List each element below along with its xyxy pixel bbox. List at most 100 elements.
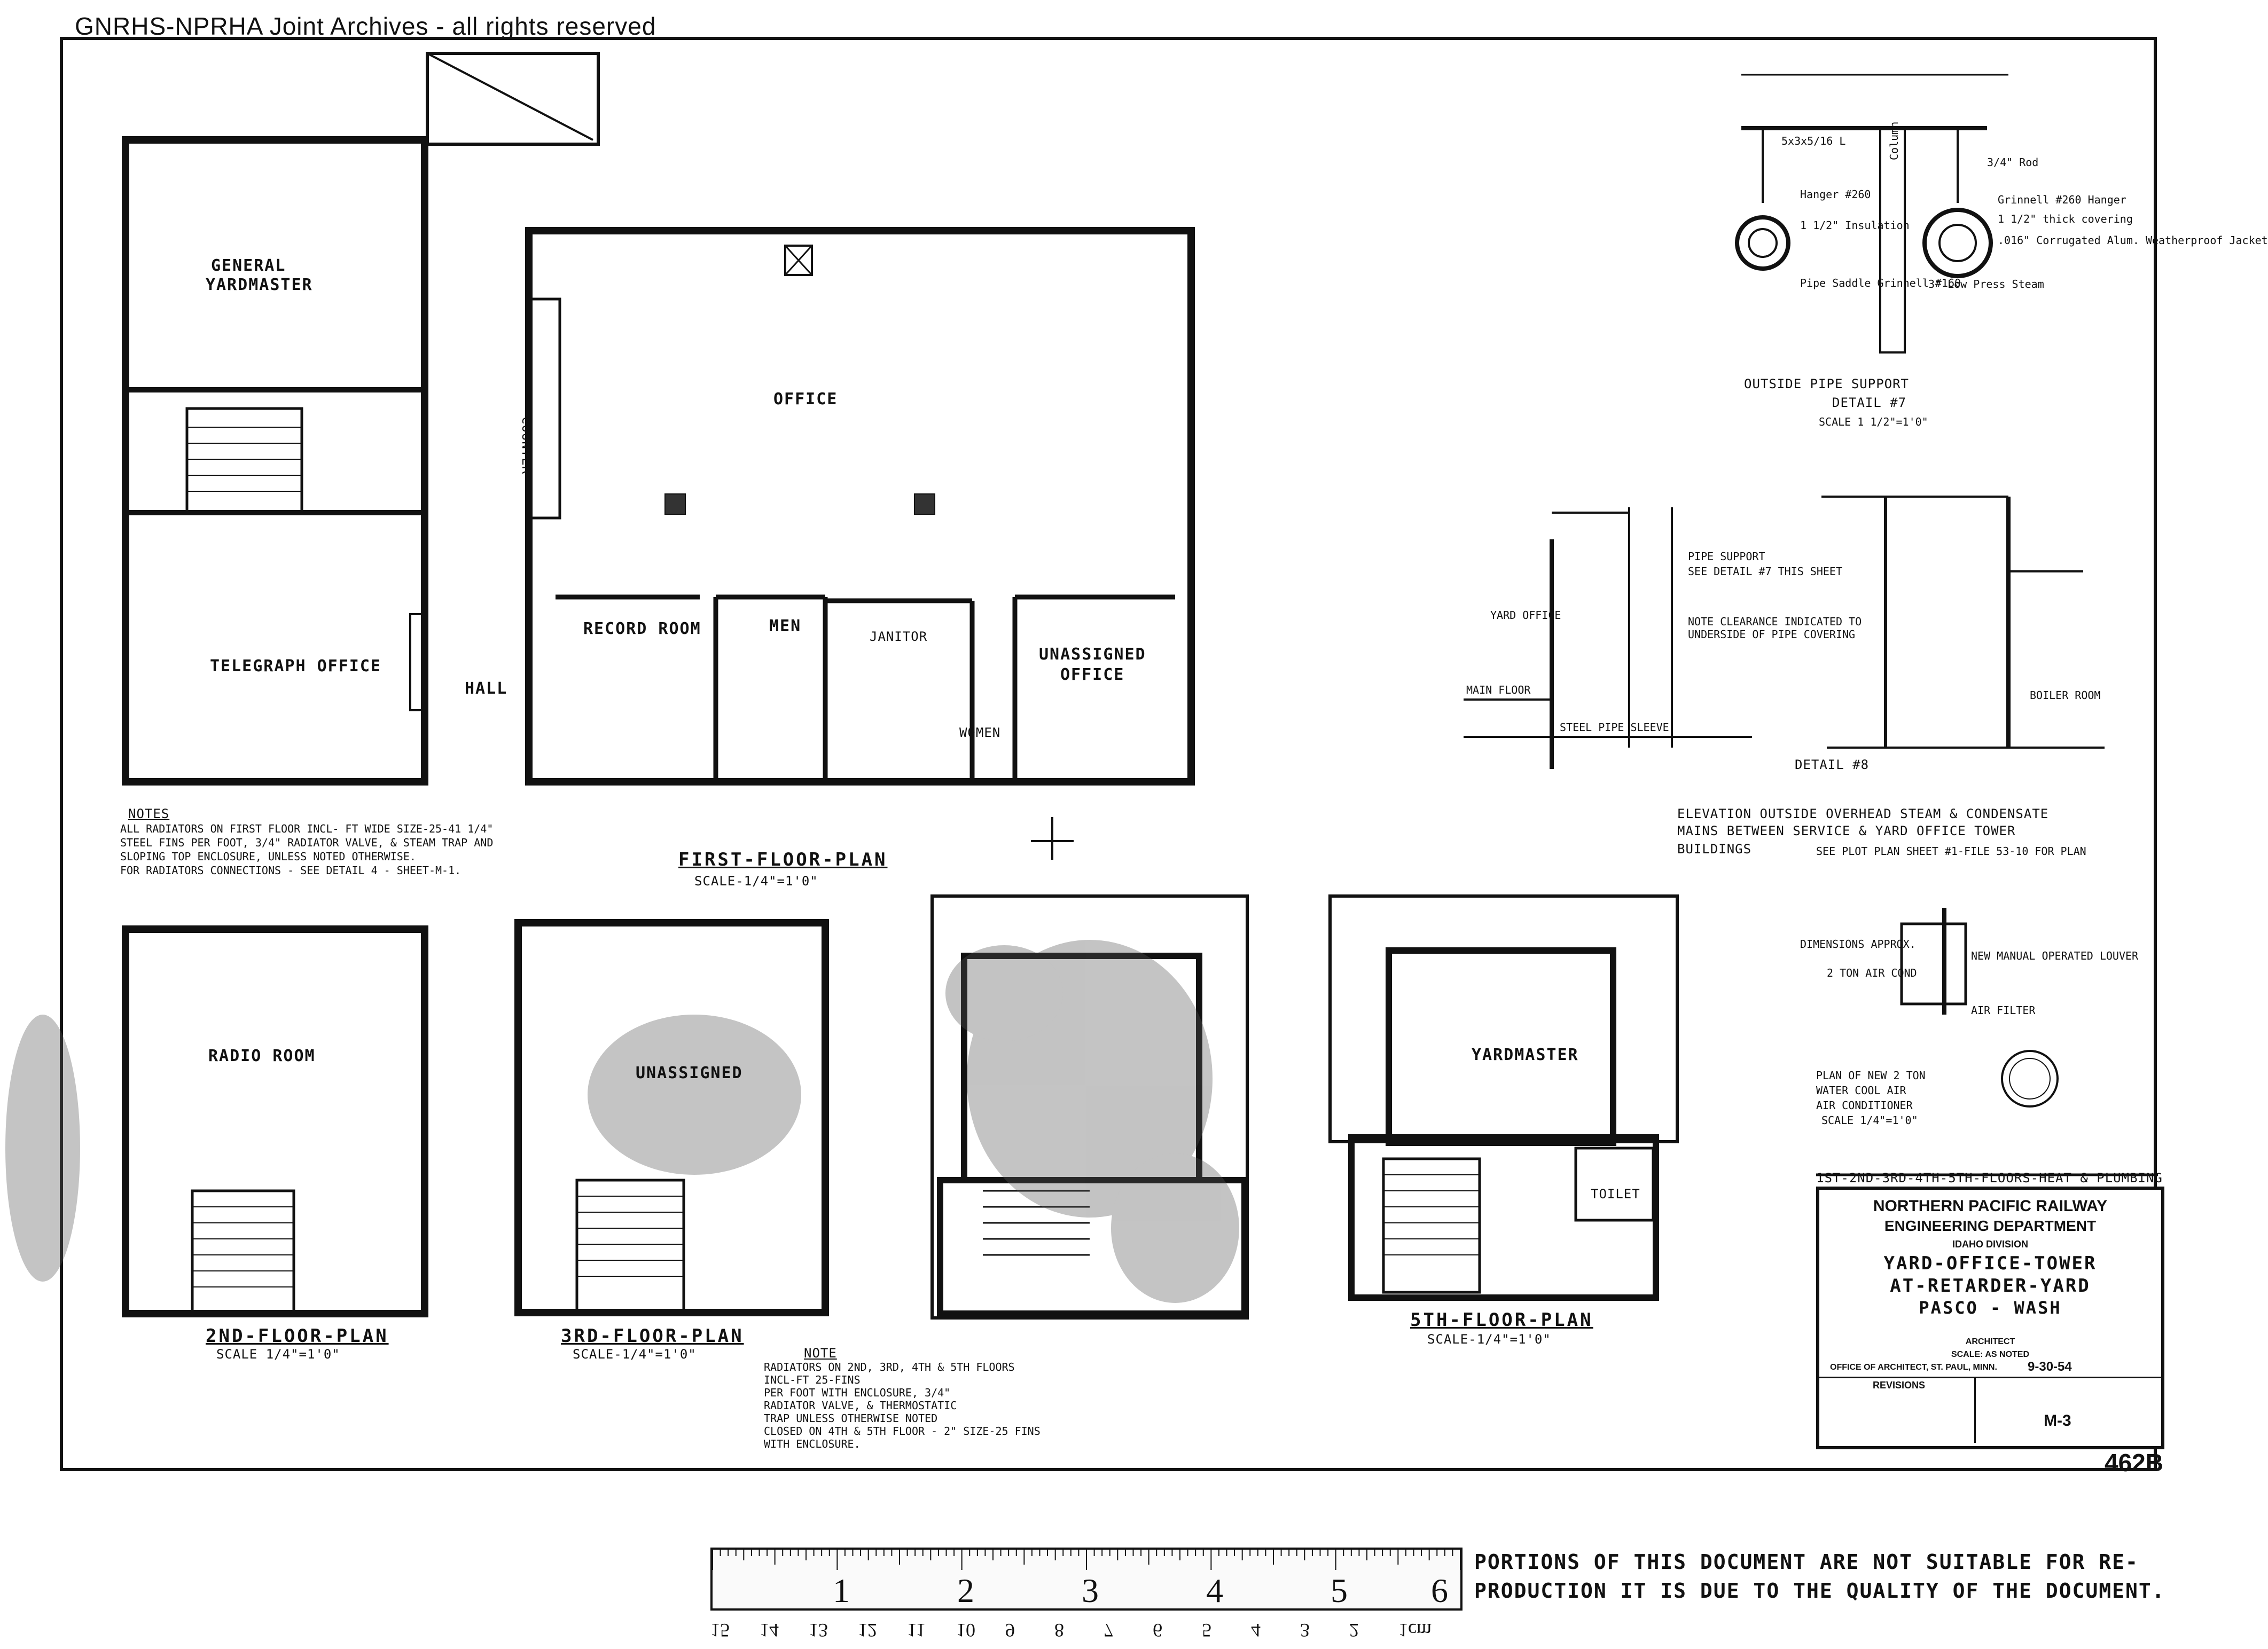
note-line-3: SLOPING TOP ENCLOSURE, UNLESS NOTED OTHE… — [120, 850, 416, 863]
metric-ruler: 15 14 13 12 11 10 9 8 7 6 5 4 3 2 1cm — [710, 1618, 1458, 1645]
pipe-support-title: OUTSIDE PIPE SUPPORT — [1744, 376, 1909, 391]
cm-mark-14: 14 — [760, 1620, 779, 1641]
pipe-label-saddle: Pipe Saddle Grinnell #160 — [1800, 277, 1961, 289]
room-label-toilet: TOILET — [1591, 1187, 1640, 1202]
ac-plan-title-1: PLAN OF NEW 2 TON — [1816, 1069, 1926, 1082]
ruler-mark-1: 1 — [833, 1572, 850, 1609]
ac-label-louver: NEW MANUAL OPERATED LOUVER — [1971, 949, 2139, 962]
room-label-unassigned-3rd: UNASSIGNED — [636, 1064, 743, 1082]
architect-label: ARCHITECT — [1965, 1337, 2015, 1346]
floor-plan-drawing — [5, 37, 2158, 1471]
third-floor-plan-title: 3RD-FLOOR-PLAN — [561, 1325, 744, 1347]
department-name: ENGINEERING DEPARTMENT — [1884, 1218, 2097, 1234]
note-line-1: ALL RADIATORS ON FIRST FLOOR INCL- FT WI… — [120, 822, 494, 835]
cm-mark-1: 1cm — [1398, 1620, 1432, 1641]
ruler-mark-3: 3 — [1082, 1572, 1099, 1609]
room-label-yardmaster-5th: YARDMASTER — [1472, 1046, 1579, 1064]
architect-office: OFFICE OF ARCHITECT, ST. PAUL, MINN. — [1830, 1363, 1997, 1372]
counter-label: COUNTER — [519, 417, 534, 475]
title-block: NORTHERN PACIFIC RAILWAY ENGINEERING DEP… — [1816, 1187, 2164, 1449]
room-label-unassigned-office: OFFICE — [1060, 665, 1125, 684]
room-label-yardmaster: YARDMASTER — [206, 276, 313, 294]
cm-mark-13: 13 — [809, 1620, 828, 1641]
cm-mark-8: 8 — [1054, 1620, 1064, 1641]
room-label-general: GENERAL — [211, 256, 286, 275]
pipe-label-steam: 3" Low Press Steam — [1928, 278, 2044, 290]
cm-mark-9: 9 — [1005, 1620, 1015, 1641]
upper-note-7: WITH ENCLOSURE. — [764, 1438, 861, 1450]
cm-mark-4: 4 — [1251, 1620, 1261, 1641]
elevation-detail-number: DETAIL #8 — [1795, 757, 1870, 772]
pipe-label-covering: 1 1/2" thick covering — [1998, 213, 2133, 225]
elevation-label-boiler-room: BOILER ROOM — [2030, 689, 2101, 702]
pipe-label-angle: 5x3x5/16 L — [1781, 135, 1846, 147]
upper-note-title: NOTE — [804, 1346, 837, 1361]
note-line-2: STEEL FINS PER FOOT, 3/4" RADIATOR VALVE… — [120, 836, 494, 849]
second-floor-plan-title: 2ND-FLOOR-PLAN — [206, 1325, 389, 1347]
fifth-floor-plan-title: 5TH-FLOOR-PLAN — [1410, 1309, 1593, 1331]
cm-mark-11: 11 — [907, 1620, 926, 1641]
elevation-label-sleeve: STEEL PIPE SLEEVE — [1560, 721, 1669, 734]
room-label-telegraph: TELEGRAPH OFFICE — [210, 657, 381, 676]
sheet-number: M-3 — [2044, 1412, 2071, 1430]
upper-note-2: INCL-FT 25-FINS — [764, 1373, 861, 1386]
scale-ruler: 1 2 3 4 5 6 — [710, 1548, 1463, 1611]
notice-line-2: PRODUCTION IT IS DUE TO THE QUALITY OF T… — [1474, 1579, 2165, 1603]
cm-mark-3: 3 — [1300, 1620, 1310, 1641]
elevation-label-main-floor: MAIN FLOOR — [1466, 684, 1531, 696]
archive-watermark: GNRHS-NPRHA Joint Archives - all rights … — [75, 12, 656, 40]
elevation-title-1: ELEVATION OUTSIDE OVERHEAD STEAM & CONDE… — [1677, 806, 2049, 821]
elevation-label-clearance-note: NOTE CLEARANCE INDICATED TO UNDERSIDE OF… — [1688, 615, 1862, 641]
sheet-heading: 1ST-2ND-3RD-4TH-5TH-FLOORS-HEAT & PLUMBI… — [1816, 1171, 2163, 1185]
cm-mark-5: 5 — [1202, 1620, 1211, 1641]
room-label-women: WOMEN — [959, 725, 1001, 740]
pipe-label-hanger-260: Hanger #260 — [1800, 188, 1871, 201]
first-floor-plan-title: FIRST-FLOOR-PLAN — [678, 849, 888, 870]
upper-note-4: RADIATOR VALVE, & THERMOSTATIC — [764, 1399, 957, 1412]
room-label-hall: HALL — [465, 679, 508, 698]
upper-note-5: TRAP UNLESS OTHERWISE NOTED — [764, 1412, 938, 1425]
pipe-label-insulation: 1 1/2" Insulation — [1800, 219, 1910, 232]
cm-mark-6: 6 — [1153, 1620, 1162, 1641]
second-floor-plan-scale: SCALE 1/4"=1'0" — [216, 1347, 340, 1362]
project-location: PASCO - WASH — [1919, 1298, 2062, 1318]
scale-label: SCALE: AS NOTED — [1951, 1350, 2030, 1359]
room-label-janitor: JANITOR — [870, 629, 928, 644]
elevation-title-3: BUILDINGS — [1677, 842, 1752, 857]
cm-mark-12: 12 — [858, 1620, 877, 1641]
pipe-label-rod: 3/4" Rod — [1987, 156, 2039, 169]
ruler-mark-4: 4 — [1206, 1572, 1223, 1609]
project-title-2: AT-RETARDER-YARD — [1890, 1275, 2091, 1297]
pipe-label-column: Column — [1888, 121, 1901, 160]
third-floor-plan-scale: SCALE-1/4"=1'0" — [573, 1347, 697, 1362]
upper-note-3: PER FOOT WITH ENCLOSURE, 3/4" — [764, 1386, 951, 1399]
ruler-ticks — [712, 1550, 1461, 1570]
elevation-title-2: MAINS BETWEEN SERVICE & YARD OFFICE TOWE… — [1677, 823, 2016, 838]
cm-mark-2: 2 — [1349, 1620, 1359, 1641]
drawing-date: 9-30-54 — [2028, 1360, 2072, 1374]
room-label-office: OFFICE — [773, 390, 838, 409]
division-name: IDAHO DIVISION — [1952, 1239, 2028, 1250]
elevation-plot-reference: SEE PLOT PLAN SHEET #1-FILE 53-10 FOR PL… — [1816, 845, 2086, 858]
first-floor-plan-scale: SCALE-1/4"=1'0" — [694, 874, 818, 889]
notes-title: NOTES — [128, 806, 170, 821]
elevation-label-yard-office: YARD OFFICE — [1490, 609, 1561, 622]
elevation-label-pipe-support: PIPE SUPPORT — [1688, 550, 1765, 563]
pipe-support-scale: SCALE 1 1/2"=1'0" — [1819, 415, 1928, 428]
cm-mark-15: 15 — [710, 1620, 730, 1641]
ac-plan-title-3: AIR CONDITIONER — [1816, 1099, 1913, 1112]
room-label-men: MEN — [769, 617, 802, 635]
fifth-floor-plan-scale: SCALE-1/4"=1'0" — [1427, 1332, 1551, 1347]
pipe-support-detail-number: DETAIL #7 — [1832, 395, 1907, 410]
note-line-4: FOR RADIATORS CONNECTIONS - SEE DETAIL 4… — [120, 864, 462, 877]
ac-label-air-cond: 2 TON AIR COND — [1827, 967, 1917, 979]
cm-mark-10: 10 — [956, 1620, 975, 1641]
railway-name: NORTHERN PACIFIC RAILWAY — [1873, 1197, 2108, 1215]
ruler-mark-6: 6 — [1431, 1572, 1448, 1609]
cm-mark-7: 7 — [1104, 1620, 1113, 1641]
pipe-label-jacket: .016" Corrugated Alum. Weatherproof Jack… — [1998, 234, 2268, 247]
project-title-1: YARD-OFFICE-TOWER — [1883, 1253, 2097, 1274]
ruler-mark-5: 5 — [1331, 1572, 1348, 1609]
room-label-record-room: RECORD ROOM — [583, 619, 701, 638]
revisions-heading: REVISIONS — [1873, 1380, 1926, 1391]
